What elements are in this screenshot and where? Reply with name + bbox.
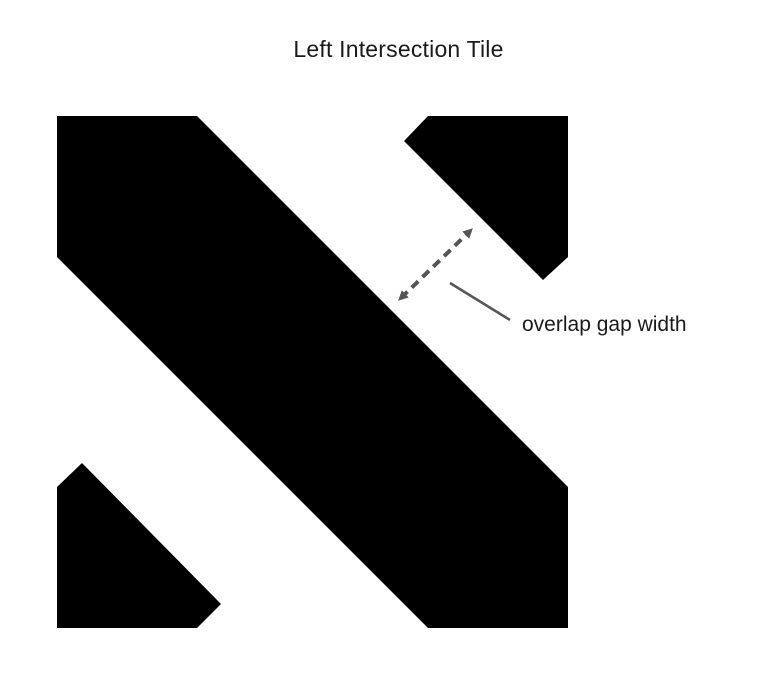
diagram-title: Left Intersection Tile bbox=[293, 36, 504, 62]
overlap-gap-width-label: overlap gap width bbox=[522, 313, 687, 336]
bottom-left-corner-piece bbox=[57, 463, 221, 628]
top-right-corner-piece bbox=[404, 116, 568, 280]
annotation-leader-line bbox=[449, 281, 511, 322]
gap-width-arrow bbox=[398, 228, 473, 301]
main-diagonal-band bbox=[57, 116, 568, 628]
